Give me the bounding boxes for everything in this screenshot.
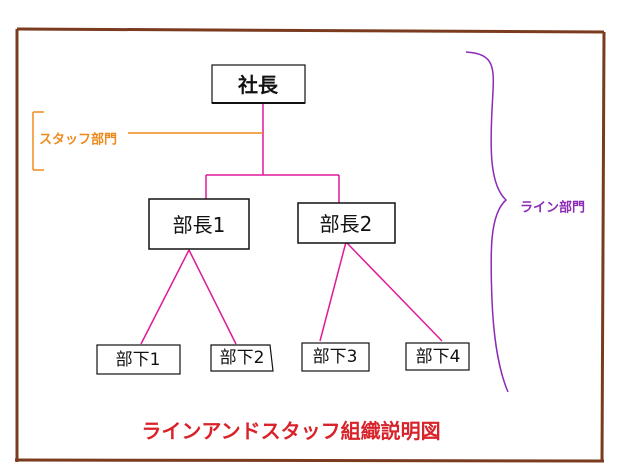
manager2-box: 部長2 <box>297 202 396 244</box>
connector-manager2-sub3 <box>319 241 347 342</box>
staff-connector <box>32 111 263 171</box>
outer-frame <box>14 27 606 463</box>
sub4-box: 部下4 <box>405 342 470 371</box>
sub3-box: 部下3 <box>301 342 370 372</box>
diagram-title: ラインアンドスタッフ組織説明図 <box>141 419 440 443</box>
manager1-box: 部長1 <box>148 198 250 250</box>
sub1-label: 部下1 <box>116 350 161 370</box>
line-department-brace <box>465 51 509 393</box>
connector-manager2-sub4 <box>345 241 443 342</box>
sub4-label: 部下4 <box>416 347 461 367</box>
president-box: 社長 <box>211 64 306 104</box>
sub2-box: 部下2 <box>210 344 274 372</box>
connector-lines <box>140 103 443 345</box>
staff-department-label: スタッフ部門 <box>39 132 117 148</box>
connector-manager1-sub2 <box>188 249 237 345</box>
manager2-label: 部長2 <box>320 212 373 236</box>
line-department-label: ライン部門 <box>520 200 585 216</box>
sub3-label: 部下3 <box>313 347 358 367</box>
connector-manager1-sub1 <box>140 249 190 345</box>
manager1-label: 部長1 <box>173 213 226 237</box>
president-label: 社長 <box>237 73 279 97</box>
sub1-box: 部下1 <box>96 344 181 375</box>
sub2-label: 部下2 <box>220 348 265 368</box>
